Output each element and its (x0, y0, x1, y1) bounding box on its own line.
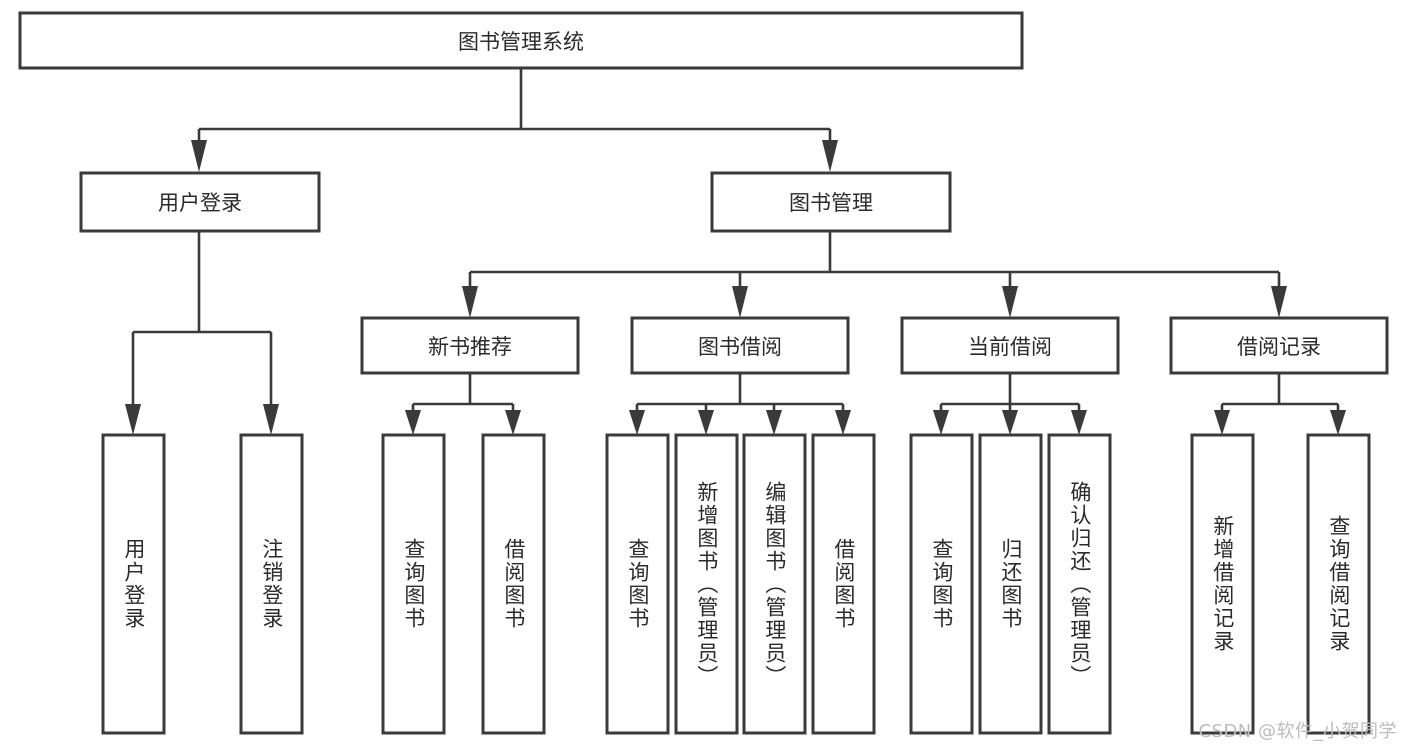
node-leaf-edit-book[interactable] (742, 433, 807, 735)
node-leaf-query-book-1[interactable] (381, 433, 446, 735)
arrow-head-current-borrow (1002, 286, 1018, 318)
connector-group-borrow-record (1214, 373, 1346, 435)
arrow-head-leaf-edit-book (766, 410, 782, 435)
node-book-management[interactable] (710, 171, 952, 233)
arrow-head-leaf-query-book-1 (405, 410, 421, 435)
arrow-head-leaf-add-record (1214, 410, 1230, 435)
connector-group-current-borrow (933, 373, 1087, 435)
connector-group-book-management (462, 231, 1287, 318)
arrow-head-borrow-record (1271, 286, 1287, 318)
connector-group-book-borrow (629, 373, 851, 435)
node-leaf-add-book[interactable] (674, 433, 739, 735)
watermark-text: CSDN @软件_小贺同学 (1198, 721, 1397, 742)
node-book-borrow[interactable] (630, 316, 850, 375)
node-root[interactable] (18, 11, 1024, 70)
node-leaf-query-book-2[interactable] (605, 433, 670, 735)
arrow-head-leaf-query-book-3 (933, 410, 949, 435)
arrow-head-book-borrow (732, 286, 748, 318)
node-leaf-add-record[interactable] (1190, 433, 1255, 735)
node-leaf-user-login[interactable] (101, 433, 166, 735)
arrow-head-leaf-query-book-2 (629, 410, 645, 435)
arrow-head-user-login (191, 140, 207, 172)
connector-group-user-login (125, 231, 279, 435)
node-leaf-borrow-book-2[interactable] (811, 433, 876, 735)
arrow-head-book-management (822, 140, 838, 172)
arrow-head-leaf-borrow-book-1 (505, 410, 521, 435)
node-leaf-borrow-book-1[interactable] (481, 433, 546, 735)
arrow-head-leaf-borrow-book-2 (835, 410, 851, 435)
node-new-book-recommend[interactable] (360, 316, 580, 375)
arrow-head-leaf-confirm-return (1071, 410, 1087, 435)
arrow-head-leaf-add-book (698, 410, 714, 435)
arrow-head-leaf-return-book (1002, 410, 1018, 435)
arrow-head-leaf-user-login (125, 404, 141, 435)
node-current-borrow[interactable] (900, 316, 1120, 375)
node-leaf-query-record[interactable] (1306, 433, 1371, 735)
node-borrow-record[interactable] (1169, 316, 1389, 375)
node-leaf-logout-login[interactable] (239, 433, 304, 735)
arrow-head-new-book-recommend (462, 286, 478, 318)
arrow-head-leaf-query-record (1330, 410, 1346, 435)
connector-group-root (191, 68, 838, 172)
node-leaf-confirm-return[interactable] (1047, 433, 1112, 735)
node-leaf-return-book[interactable] (978, 433, 1043, 735)
arrow-head-leaf-logout-login (263, 404, 279, 435)
node-leaf-query-book-3[interactable] (909, 433, 974, 735)
connector-group-new-book-recommend (405, 373, 521, 435)
node-user-login[interactable] (79, 171, 321, 233)
